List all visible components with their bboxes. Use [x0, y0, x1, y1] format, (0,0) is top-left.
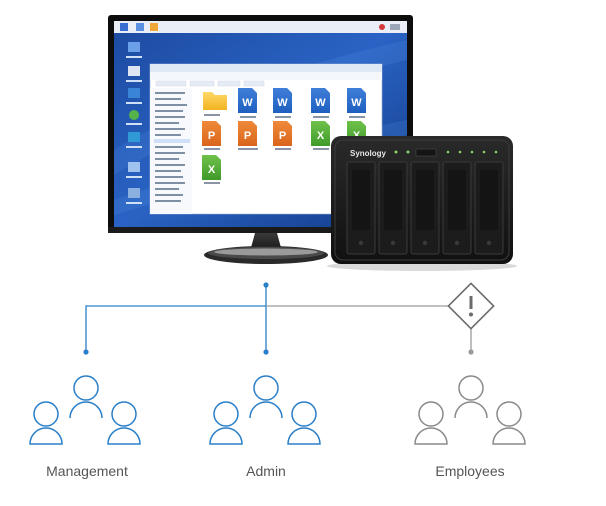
- svg-text:W: W: [315, 97, 326, 109]
- svg-text:X: X: [208, 164, 216, 176]
- svg-text:X: X: [317, 130, 325, 142]
- svg-text:W: W: [351, 97, 362, 109]
- svg-text:W: W: [242, 97, 253, 109]
- drive-bay: [346, 161, 376, 255]
- group-label-admin: Admin: [246, 463, 286, 479]
- group-label-management: Management: [46, 463, 128, 479]
- svg-text:P: P: [208, 130, 215, 142]
- drive-bay: [378, 161, 408, 255]
- drive-bay: [410, 161, 440, 255]
- file-word-icon: W: [238, 88, 257, 118]
- people-group-icon: [29, 375, 141, 445]
- access-lines: [83, 282, 493, 355]
- people-group-icon: [414, 375, 526, 445]
- file-word-icon: W: [311, 88, 330, 118]
- group-label-employees: Employees: [435, 463, 505, 479]
- drive-bay: [442, 161, 472, 255]
- desktop-shortcuts: [126, 42, 142, 204]
- nas-drive-bays: [346, 161, 504, 255]
- file-powerpoint-icon: P: [273, 121, 292, 150]
- file-excel-icon: X: [311, 121, 330, 150]
- file-powerpoint-icon: P: [238, 121, 258, 150]
- connector-dot: [263, 282, 269, 288]
- file-powerpoint-icon: P: [202, 121, 221, 150]
- connector-dot: [83, 349, 89, 355]
- nas-brand-logo: Synology: [350, 149, 387, 158]
- drive-bay: [474, 161, 504, 255]
- connector-dot: [468, 349, 474, 355]
- file-folder-icon: [203, 92, 227, 116]
- taskbar: [114, 21, 407, 33]
- warning-icon: [447, 282, 495, 330]
- svg-text:W: W: [277, 97, 288, 109]
- nas-status-leds: [394, 148, 498, 157]
- granted-connector: [85, 285, 267, 352]
- svg-text:P: P: [279, 130, 286, 142]
- connector-dot: [263, 349, 269, 355]
- nas-server-icon: Synology: [327, 136, 517, 271]
- svg-text:P: P: [244, 130, 251, 142]
- file-word-icon: W: [273, 88, 292, 118]
- people-group-icon: [209, 375, 321, 445]
- file-excel-icon: X: [202, 155, 221, 184]
- file-word-icon: W: [347, 88, 366, 118]
